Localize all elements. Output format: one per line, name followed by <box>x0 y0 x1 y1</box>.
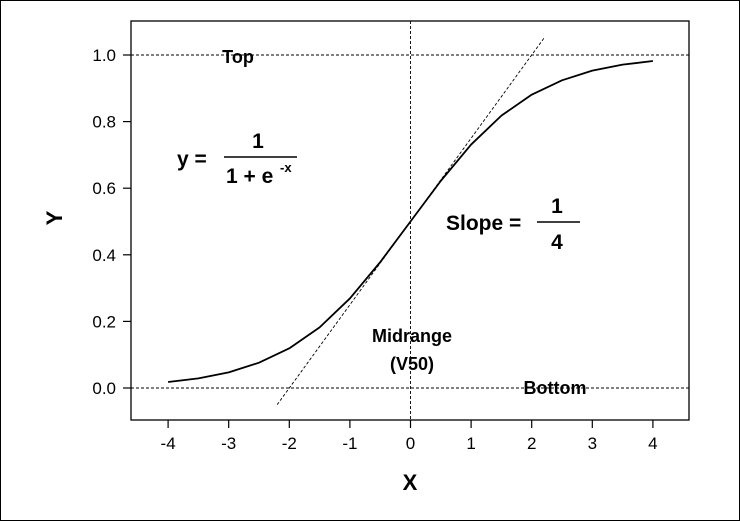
formula-denominator: 1 + e <box>226 165 273 188</box>
x-tick-label: 1 <box>466 434 475 453</box>
formula-numerator: 1 <box>252 130 264 153</box>
formula-exponent: -x <box>280 160 292 175</box>
formula-lhs: y = <box>177 148 207 171</box>
y-tick-label: 0.4 <box>92 246 116 265</box>
midrange-label: Midrange <box>372 326 452 346</box>
slope-numerator: 1 <box>551 195 563 218</box>
x-tick-label: 0 <box>406 434 415 453</box>
sigmoid-curve <box>167 60 654 383</box>
slope-lhs: Slope = <box>446 212 521 235</box>
bottom-label: Bottom <box>524 378 587 398</box>
x-axis-title: X <box>403 470 418 495</box>
x-tick-label: -4 <box>161 434 176 453</box>
y-axis-title: Y <box>42 210 67 225</box>
x-tick-label: -1 <box>342 434 357 453</box>
x-tick-label: 3 <box>588 434 597 453</box>
x-tick-label: 2 <box>527 434 536 453</box>
y-tick-label: 0.2 <box>92 312 116 331</box>
y-tick-label: 1.0 <box>92 46 116 65</box>
x-tick-label: -3 <box>221 434 236 453</box>
x-tick-label: -2 <box>282 434 297 453</box>
y-tick-label: 0.8 <box>92 113 116 132</box>
slope-denominator: 4 <box>551 231 563 254</box>
y-tick-label: 0.0 <box>92 379 116 398</box>
top-label: Top <box>222 47 254 67</box>
x-tick-label: 4 <box>648 434 657 453</box>
midrange-sublabel: (V50) <box>390 354 434 374</box>
y-tick-label: 0.6 <box>92 179 116 198</box>
